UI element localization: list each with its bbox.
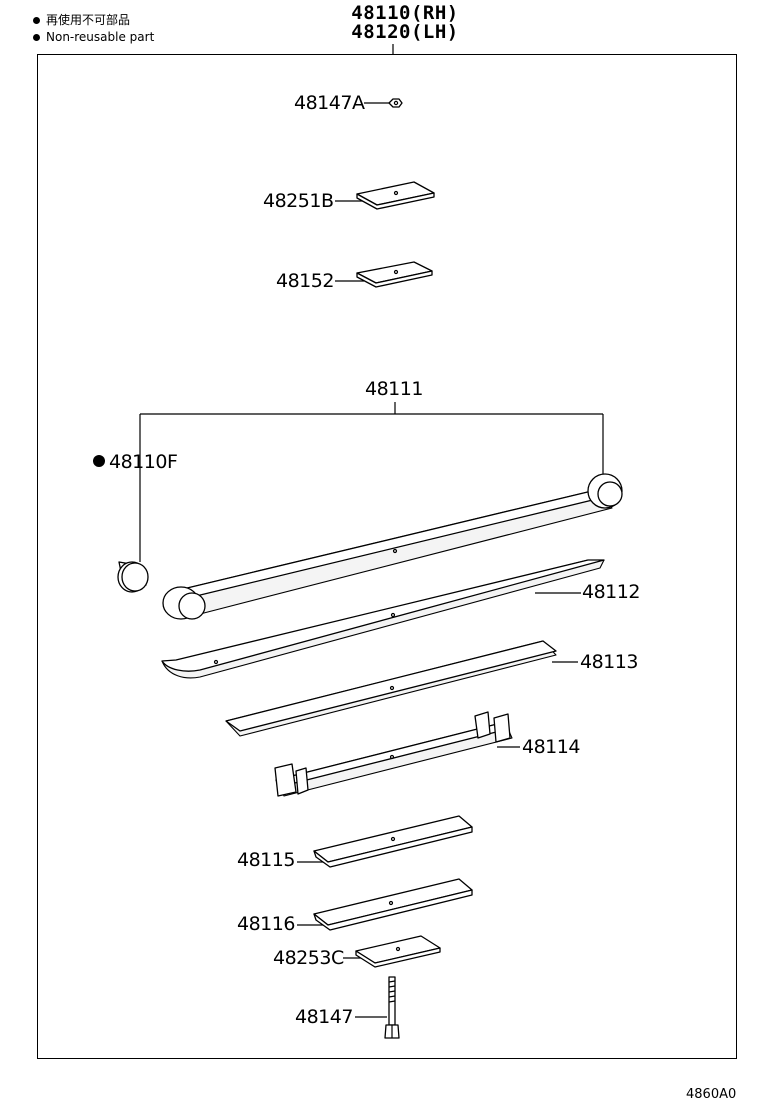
non-reusable-dot-icon bbox=[33, 17, 40, 24]
part-label-48147A[interactable]: 48147A bbox=[294, 92, 365, 114]
plate-48116[interactable] bbox=[297, 878, 473, 931]
part-label-48152[interactable]: 48152 bbox=[276, 270, 334, 292]
part-label-48110F[interactable]: 48110F bbox=[109, 451, 178, 473]
legend-text-english: Non-reusable part bbox=[46, 30, 155, 44]
plate-48152[interactable] bbox=[335, 261, 433, 288]
part-label-48110F-row[interactable]: 48110F bbox=[93, 451, 178, 473]
part-label-48111[interactable]: 48111 bbox=[365, 378, 423, 400]
legend: 再使用不可部品 Non-reusable part bbox=[33, 12, 154, 46]
plate-48251B[interactable] bbox=[335, 181, 435, 210]
main-leaf-48111[interactable] bbox=[162, 473, 623, 620]
legend-row-english: Non-reusable part bbox=[33, 29, 154, 46]
leaf-48112[interactable] bbox=[161, 559, 605, 679]
part-label-48147[interactable]: 48147 bbox=[295, 1006, 353, 1028]
part-label-48253C[interactable]: 48253C bbox=[273, 947, 344, 969]
legend-text-japanese: 再使用不可部品 bbox=[46, 13, 131, 27]
assembly-number-lh[interactable]: 48120(LH) bbox=[351, 21, 459, 43]
assembly-number-rh[interactable]: 48110(RH) bbox=[351, 2, 459, 24]
legend-row-japanese: 再使用不可部品 bbox=[33, 12, 154, 29]
part-label-48251B[interactable]: 48251B bbox=[263, 190, 334, 212]
plate-48253C[interactable] bbox=[343, 935, 441, 968]
part-label-48115[interactable]: 48115 bbox=[237, 849, 295, 871]
part-label-48113[interactable]: 48113 bbox=[580, 651, 638, 673]
non-reusable-dot-icon bbox=[33, 34, 40, 41]
leaf-48114[interactable] bbox=[274, 711, 520, 797]
part-label-48116[interactable]: 48116 bbox=[237, 913, 295, 935]
nut-48147A[interactable] bbox=[364, 98, 403, 108]
center-bolt-48147[interactable] bbox=[355, 976, 400, 1039]
plate-48115[interactable] bbox=[297, 815, 473, 868]
bushing-48110F[interactable] bbox=[117, 561, 149, 593]
leaf-48113[interactable] bbox=[225, 640, 578, 737]
diagram-code: 4860A0 bbox=[686, 1087, 737, 1102]
non-reusable-dot-icon bbox=[93, 455, 105, 467]
leader-48111 bbox=[139, 402, 604, 562]
part-label-48112[interactable]: 48112 bbox=[582, 581, 640, 603]
diagram-frame bbox=[37, 54, 737, 1059]
part-label-48114[interactable]: 48114 bbox=[522, 736, 580, 758]
